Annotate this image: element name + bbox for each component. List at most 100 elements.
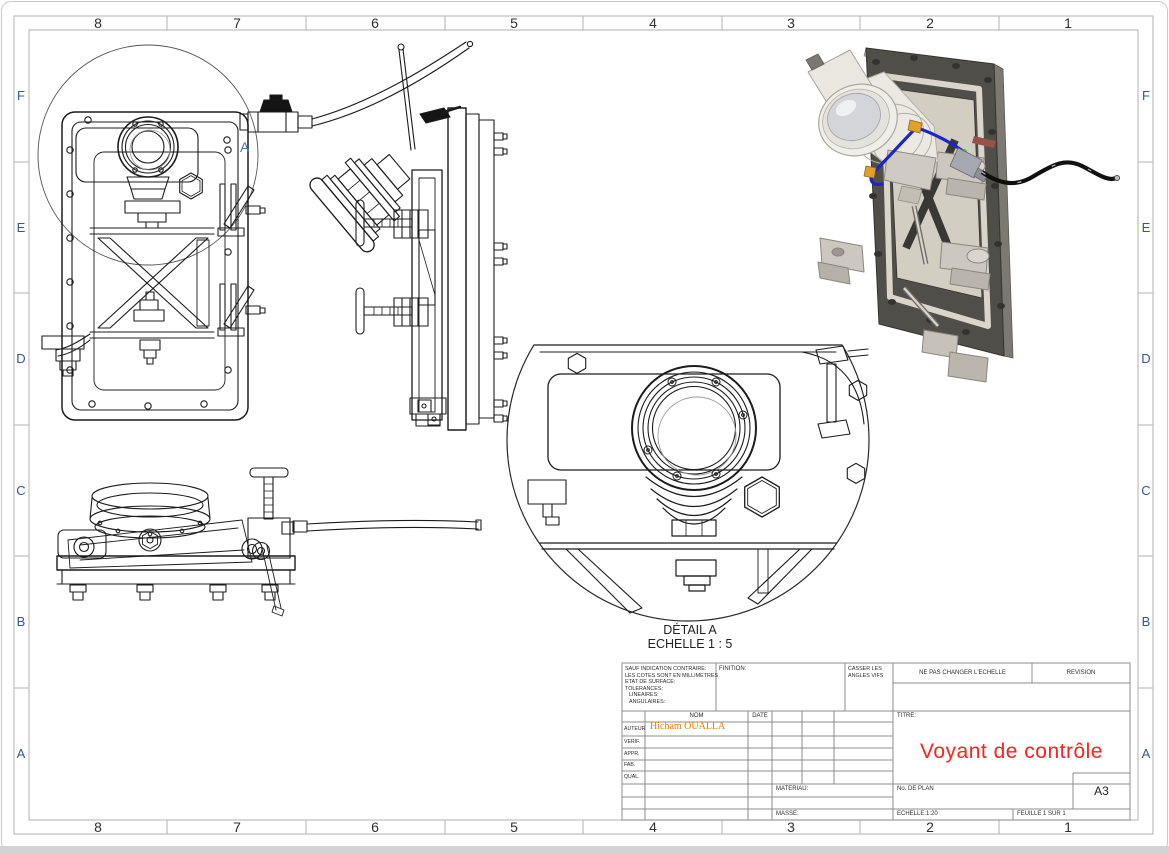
t-handle-clamp	[355, 199, 429, 247]
grid-col-label: 4	[649, 15, 657, 31]
note-line: CASSER LES	[848, 666, 882, 672]
grid-col-label: 5	[510, 15, 518, 31]
finition-label: FINITION:	[719, 666, 747, 672]
lens-dome	[89, 482, 211, 552]
detail-view-a	[506, 344, 870, 622]
tilted-lens-assembly	[309, 153, 411, 253]
hex-nut	[744, 476, 780, 518]
sight-glass-lens	[631, 365, 757, 491]
masse-label: MASSE:	[776, 811, 799, 817]
hex-bolt	[567, 352, 868, 484]
brown-stub	[972, 136, 996, 148]
note-line: ETAT DE SURFACE:	[625, 679, 676, 686]
cable	[306, 519, 482, 532]
cable-gland	[239, 94, 313, 133]
detail-circle-a	[37, 44, 259, 266]
grid-row-label: A	[1142, 746, 1151, 761]
t-handle-clamp	[355, 287, 429, 335]
window-bottom-edge	[0, 846, 1169, 854]
top-view	[56, 467, 482, 617]
mount-feet	[817, 237, 989, 383]
bolt-stack	[133, 291, 165, 365]
tolerance-notes: SAUF INDICATION CONTRAIRE: LES COTES SON…	[625, 666, 718, 706]
detail-marker-label: A	[240, 139, 250, 155]
side-clamp	[217, 283, 266, 337]
black-cable	[980, 160, 1121, 186]
grid-col-label: 1	[1064, 15, 1072, 31]
row-label-qual: QUAL.	[624, 774, 640, 780]
hex-nut	[179, 172, 203, 200]
grid-col-label: 6	[371, 819, 379, 835]
border-band	[13, 15, 1154, 835]
grid-row-label: A	[17, 746, 26, 761]
feuille-label: FEUILLE 1 SUR 1	[1017, 811, 1066, 817]
grid-row-label: B	[1142, 614, 1151, 629]
hanging-pin	[261, 545, 285, 617]
pivot-left	[57, 529, 107, 559]
do-not-scale-label: NE PAS CHANGER L'ECHELLE	[919, 669, 1006, 676]
left-bracket	[527, 479, 567, 526]
grid-col-label: 2	[926, 819, 934, 835]
row-label-appr: APPR.	[624, 750, 640, 757]
cable	[311, 40, 474, 127]
bolt-holes	[66, 116, 232, 410]
grid-row-label: F	[1142, 88, 1150, 103]
orange-fitting	[863, 165, 877, 179]
left-bracket	[41, 333, 91, 377]
no-de-plan-label: No. DE PLAN	[897, 786, 934, 792]
grid-row-label: C	[16, 483, 25, 498]
grid-row-label: D	[16, 351, 25, 366]
grid-col-label: 8	[94, 15, 102, 31]
title-block-grid	[621, 662, 1131, 821]
note-line: TOLERANCES:	[625, 685, 663, 692]
detail-view-label: DÉTAIL A ECHELLE 1 : 5	[648, 622, 733, 651]
link-rod	[815, 345, 869, 439]
lens-cylinder	[805, 49, 939, 205]
grid-col-label: 6	[371, 15, 379, 31]
vertical-rod	[397, 43, 416, 151]
cover-plate	[75, 127, 199, 183]
grid-row-label: B	[17, 614, 26, 629]
grid-col-label: 3	[787, 819, 795, 835]
cover-plate	[547, 373, 781, 471]
lens-bellows	[124, 176, 181, 229]
sheet-format: A3	[1094, 783, 1109, 798]
grid-row-label: E	[1142, 220, 1151, 235]
x-brace	[539, 542, 837, 614]
grid-col-label: 2	[926, 15, 934, 31]
grid-row-label: E	[17, 220, 26, 235]
screw-clamp	[247, 467, 308, 561]
detail-scale: ECHELLE 1 : 5	[648, 637, 733, 651]
side-view	[309, 43, 508, 431]
grid-col-label: 4	[649, 819, 657, 835]
grid-col-label: 5	[510, 819, 518, 835]
grid-col-label: 1	[1064, 819, 1072, 835]
x-brace	[89, 227, 215, 339]
row-label-verif: VERIF.	[624, 738, 641, 745]
drawing-title: Voyant de contrôle	[920, 739, 1103, 763]
nom-header: NOM	[689, 713, 704, 719]
tilt-platform	[67, 519, 253, 569]
orange-fitting	[907, 119, 923, 134]
row-label-fab: FAB.	[624, 762, 636, 768]
isometric-3d-view	[805, 47, 1121, 383]
plate-holes	[866, 55, 1005, 335]
base-blocks	[409, 397, 447, 427]
grid-col-label: 7	[233, 819, 241, 835]
note-line: LES COTES SONT EN MILLIMETRES	[625, 672, 719, 679]
grid-row-label: D	[1141, 351, 1150, 366]
revision-label: REVISION	[1066, 669, 1096, 676]
note-line: ANGULAIRES:	[629, 698, 666, 705]
fitting-black	[419, 107, 451, 124]
detail-title: DÉTAIL A	[663, 622, 717, 637]
base-feet	[69, 584, 279, 601]
author-name: Hicham OUALLA	[650, 721, 726, 732]
grid-col-label: 3	[787, 15, 795, 31]
note-line: LINEAIRES:	[629, 692, 659, 699]
border-grid-labels: 8 7 6 5 4 3 2 1 8 7 6 5 4 3 2 1 F E D C …	[16, 15, 1150, 835]
sight-glass-lens	[117, 116, 179, 178]
row-label-auteur: AUTEUR	[624, 725, 646, 732]
titre-label: TITRE:	[897, 713, 916, 719]
